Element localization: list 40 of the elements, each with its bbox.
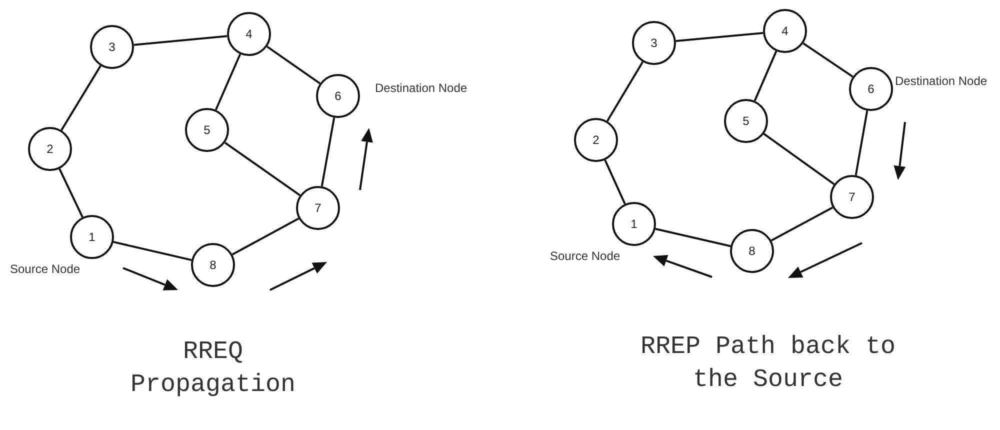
network-node-circle: 8 [191, 243, 235, 287]
network-node-circle: 3 [632, 21, 676, 65]
network-node-circle: 8 [730, 229, 774, 273]
link-line [770, 206, 834, 242]
diagram-caption: RREP Path back to the Source [639, 331, 897, 396]
network-node-circle: 5 [724, 99, 768, 143]
network-node-circle: 2 [574, 118, 618, 162]
link-line [60, 65, 102, 131]
network-node-circle: 4 [763, 9, 807, 53]
link-line [320, 117, 336, 187]
link-line [113, 240, 192, 262]
link-line [266, 46, 321, 84]
link-line [802, 42, 854, 78]
network-node-circle: 7 [830, 175, 874, 219]
node-caption: Source Node [550, 249, 620, 263]
link-line [655, 228, 731, 248]
link-line [854, 110, 868, 176]
network-node-circle: 6 [849, 67, 893, 111]
diagram-caption: RREQ Propagation [129, 336, 297, 401]
network-node-circle: 1 [612, 202, 656, 246]
link-line [134, 35, 228, 46]
network-node-circle: 4 [227, 12, 271, 56]
link-line [232, 218, 300, 256]
node-caption: Source Node [10, 262, 80, 276]
link-line [604, 160, 626, 204]
link-line [224, 142, 301, 196]
node-caption: Destination Node [895, 74, 988, 88]
link-line [754, 50, 778, 102]
network-node-circle: 6 [316, 74, 360, 118]
network-node-circle: 7 [296, 186, 340, 230]
link-line [214, 54, 242, 110]
network-node-circle: 2 [28, 127, 72, 171]
network-node-circle: 5 [185, 108, 229, 152]
link-line [763, 133, 835, 185]
link-line [606, 61, 644, 122]
network-node-circle: 1 [70, 215, 114, 259]
link-line [58, 168, 84, 218]
node-caption: Destination Node [375, 81, 468, 95]
link-line [676, 32, 764, 42]
network-node-circle: 3 [90, 25, 134, 69]
